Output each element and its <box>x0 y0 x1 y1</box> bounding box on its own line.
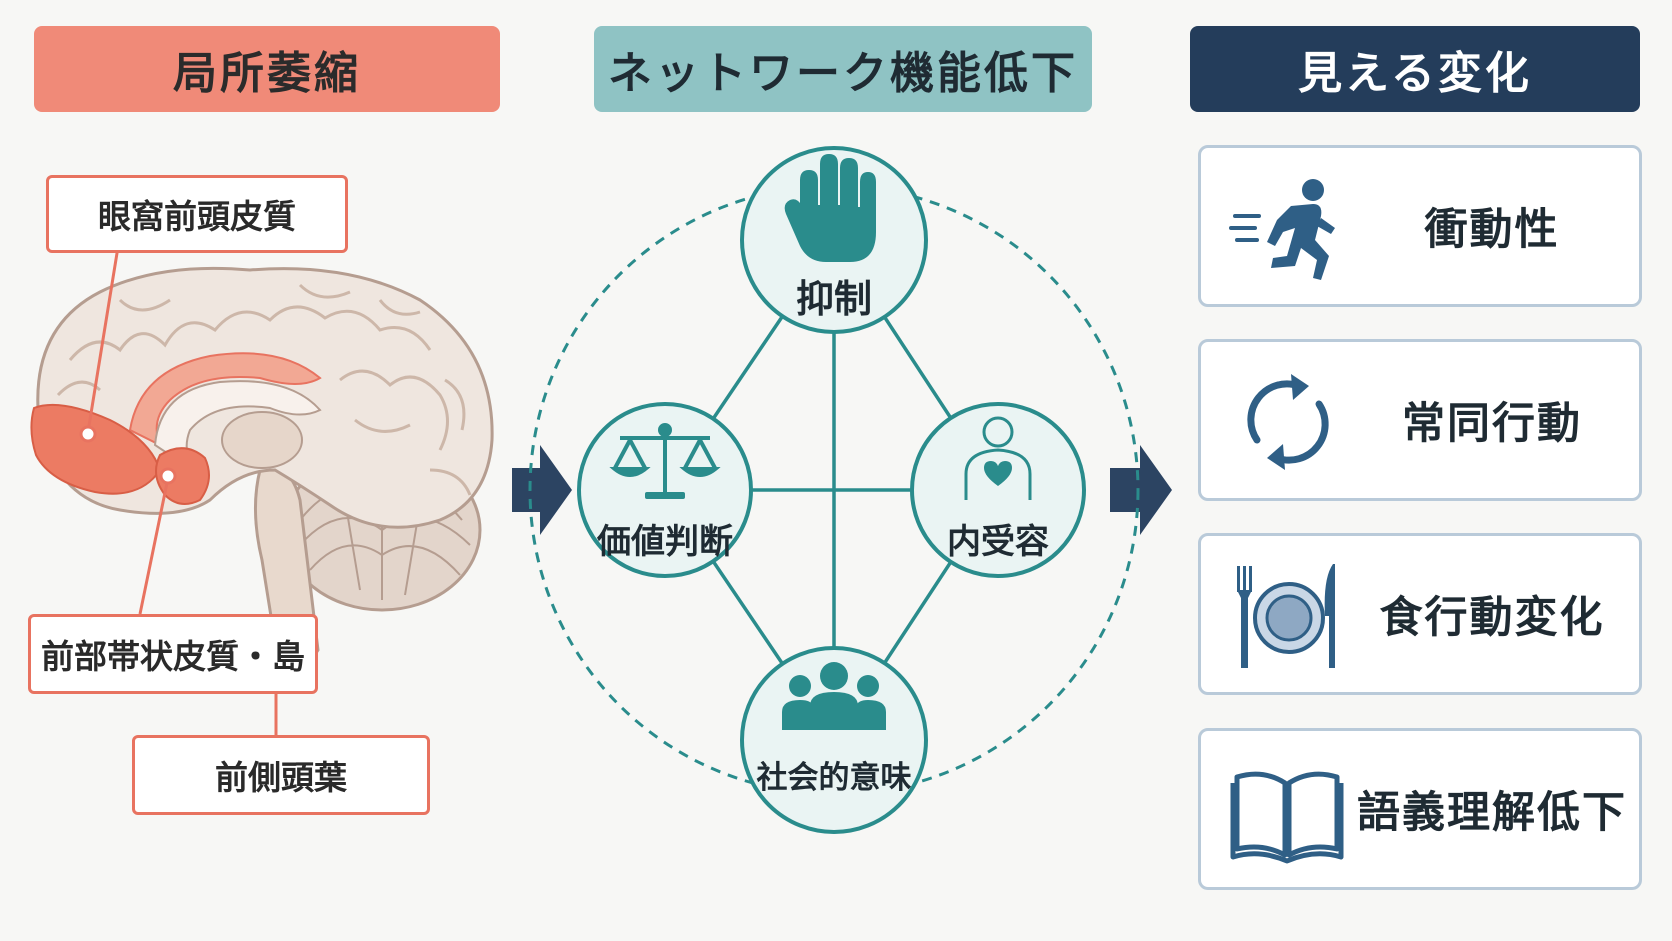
corpus-callosum <box>153 380 322 476</box>
change-label-semantic: 語義理解低下 <box>1357 788 1627 838</box>
card-eating-change: 食行動変化 <box>1198 533 1642 695</box>
brain-illustration <box>30 246 494 735</box>
node-interoception <box>910 402 1086 578</box>
change-label-stereotypy: 常同行動 <box>1402 399 1582 449</box>
heart-body-icon <box>964 416 1032 500</box>
label-anterior-temporal-lobe: 前側頭葉 <box>132 735 430 815</box>
gyri-pattern <box>56 283 472 496</box>
node-label-social-meaning: 社会的意味 <box>756 760 912 796</box>
card-semantic-comprehension: 語義理解低下 <box>1198 728 1642 890</box>
people-group-icon <box>782 662 886 730</box>
card-stereotypy: 常同行動 <box>1198 339 1642 501</box>
orbitofrontal-atrophy <box>30 403 162 495</box>
hand-stop-icon <box>784 154 876 262</box>
running-person-icon <box>1229 179 1335 280</box>
header-local-atrophy: 局所萎縮 <box>34 26 500 112</box>
cingulate-cortex <box>128 352 322 448</box>
node-label-inhibition: 抑制 <box>795 277 873 321</box>
plate-fork-knife-icon <box>1237 564 1335 668</box>
thalamus <box>221 411 303 469</box>
label-anterior-cingulate-insula: 前部帯状皮質・島 <box>28 614 318 694</box>
scales-icon <box>609 423 721 499</box>
open-book-icon <box>1230 771 1344 864</box>
change-label-impulsivity: 衝動性 <box>1424 205 1560 255</box>
header-network-dysfunction: ネットワーク機能低下 <box>594 26 1092 112</box>
header-visible-changes: 見える変化 <box>1190 26 1640 112</box>
card-impulsivity: 衝動性 <box>1198 145 1642 307</box>
arrow-right-icon <box>1110 445 1172 535</box>
arrow-right-icon <box>512 445 572 535</box>
change-label-eating: 食行動変化 <box>1379 593 1605 643</box>
cycle-arrows-icon <box>1247 374 1329 470</box>
insula-temporal-atrophy <box>155 447 210 505</box>
node-label-interoception: 内受容 <box>947 522 1049 562</box>
node-label-value-judgment: 価値判断 <box>597 522 733 562</box>
node-social-meaning <box>740 646 928 834</box>
label-orbitofrontal-cortex: 眼窩前頭皮質 <box>46 175 348 253</box>
